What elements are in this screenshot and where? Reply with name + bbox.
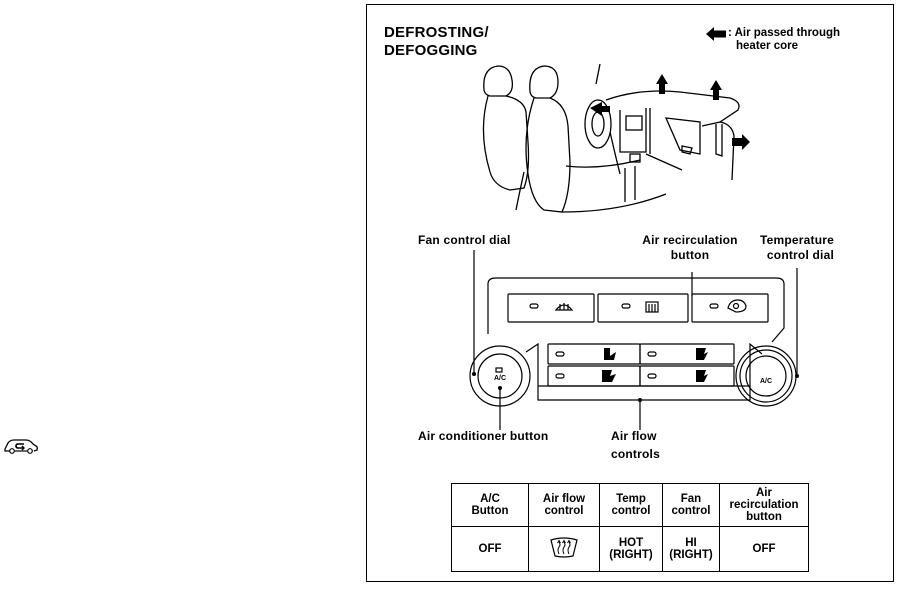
- air-recirculation-label-line-1: Air recirculation: [642, 233, 738, 247]
- car-interior-illustration: [482, 63, 750, 213]
- cell-air-flow-icon: [528, 526, 600, 572]
- ac-left-text: A/C: [494, 375, 507, 382]
- cell-ac-off: OFF: [451, 526, 529, 572]
- temperature-control-dial-label: Temperature control dial: [748, 233, 834, 263]
- air-conditioner-button-label: Air conditioner button: [418, 429, 549, 443]
- section-title: DEFROSTING/ DEFOGGING: [384, 24, 489, 60]
- legend-text: : Air passed through heater core: [728, 27, 840, 53]
- temperature-label-line-2: control dial: [766, 248, 834, 262]
- air-recirculation-label: Air recirculation button: [632, 233, 748, 263]
- table-row: OFF HOT(RIGHT) HI(RIGHT) OFF: [451, 526, 809, 572]
- air-flow-label-line-2: controls: [611, 447, 660, 461]
- title-line-1: DEFROSTING/: [384, 24, 489, 41]
- recirculation-car-icon: [4, 439, 38, 454]
- ac-right-text: A/C: [760, 378, 773, 385]
- cell-recirc-off: OFF: [719, 526, 809, 572]
- air-flow-label-line-1: Air flow: [611, 429, 657, 443]
- defrost-panel: [366, 4, 894, 582]
- climate-control-panel: [469, 250, 799, 430]
- legend-line-1: : Air passed through: [728, 27, 841, 39]
- cell-temp-hot: HOT(RIGHT): [599, 526, 663, 572]
- temperature-label-line-1: Temperature: [759, 233, 834, 247]
- filled-arrow-icon: [706, 27, 726, 41]
- defroster-icon: [550, 536, 578, 558]
- legend-line-2: heater core: [736, 40, 799, 52]
- title-line-2: DEFOGGING: [384, 42, 478, 59]
- fan-control-dial-label: Fan control dial: [418, 233, 511, 247]
- air-flow-controls-label: Air flow controls: [611, 429, 660, 462]
- cell-fan-hi: HI(RIGHT): [662, 526, 720, 572]
- air-recirculation-label-line-2: button: [670, 248, 710, 262]
